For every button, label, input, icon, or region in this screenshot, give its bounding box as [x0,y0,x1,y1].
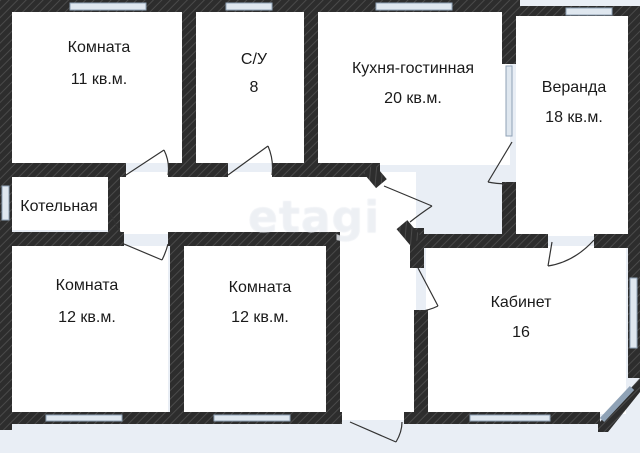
window-room12-right [213,414,291,422]
window-veranda [565,7,613,16]
window-room11 [69,2,147,11]
room-area: 8 [249,79,259,96]
floor-veranda [516,14,628,236]
door-bathroom [227,145,274,176]
room-area: 12 кв.м. [231,309,289,326]
room-name: Комната [228,279,292,296]
wall-hall-top-right [272,163,380,177]
room-label-room-12-right: Комната 12 кв.м. [229,277,292,329]
room-name: Веранда [541,79,607,96]
window-bathroom [225,2,273,11]
window-kitchen-side [505,65,513,137]
windows [1,2,638,423]
floor-corridor [340,172,416,420]
room-area: 18 кв.м. [545,109,603,126]
room-name: Комната [55,277,119,294]
wall-kitchen-pillar [363,163,387,189]
floor-kitchen [318,10,510,165]
room-name: Кабинет [490,294,552,311]
wall-hall-bottom-left [0,232,124,246]
door-entrance [349,421,403,443]
floor-room-11 [10,10,182,163]
door-kitchen [383,185,433,223]
wall-room11-bath [182,0,196,172]
floor-room-12-left [10,246,168,414]
room-area: 12 кв.м. [58,309,116,326]
room-label-kitchen: Кухня-гостинная 20 кв.м. [352,58,474,110]
door-room12-left [123,243,169,261]
watermark-logo: etagi [248,192,381,243]
room-label-boiler: Котельная [20,196,98,218]
floor-room-12-right [184,246,326,414]
window-kitchen [375,2,453,11]
room-name: Котельная [20,198,98,215]
room-label-room-12-left: Комната 12 кв.м. [56,275,119,329]
wall-rooms-divider [170,232,184,424]
wall-study-top-left [410,234,548,248]
wall-corridor-pillar [396,220,422,246]
room-name: Кухня-гостинная [351,60,475,77]
room-area: 20 кв.м. [384,90,442,107]
room-label-bathroom: С/У 8 [241,49,267,99]
room-area: 11 кв.м. [70,71,128,88]
floor-study [426,246,626,414]
wall-hall-bottom-mid [168,232,340,246]
door-veranda [487,141,513,185]
room-label-veranda: Веранда 18 кв.м. [542,77,606,129]
wall-hall-top-left [0,163,126,177]
door-corridor-study [417,267,439,313]
window-study [469,414,551,422]
door-boiler [109,212,121,233]
wall-kitchen-veranda-low [502,182,516,242]
room-name: Комната [67,39,131,56]
wall-kitchen-veranda [502,8,516,64]
window-study-bay [599,385,635,423]
room-name: С/У [240,51,268,68]
doors [109,141,595,443]
floor-areas [10,10,628,420]
wall-corridor-left [326,232,340,424]
floor-bathroom [196,10,304,163]
room-area: 16 [512,324,530,341]
door-study [547,239,595,267]
window-study-side [629,277,638,349]
wall-study-top-right [594,234,640,248]
room-label-room-11: Комната 11 кв.м. [68,37,131,91]
window-room12-left [45,414,123,422]
wall-boiler-right [108,163,120,245]
door-room11 [125,149,170,176]
window-boiler [1,185,10,221]
room-label-study: Кабинет 16 [491,292,552,344]
wall-bath-kitchen [304,0,318,172]
wall-hall-top-mid [168,163,228,177]
wall-corridor-right-low [414,310,428,422]
